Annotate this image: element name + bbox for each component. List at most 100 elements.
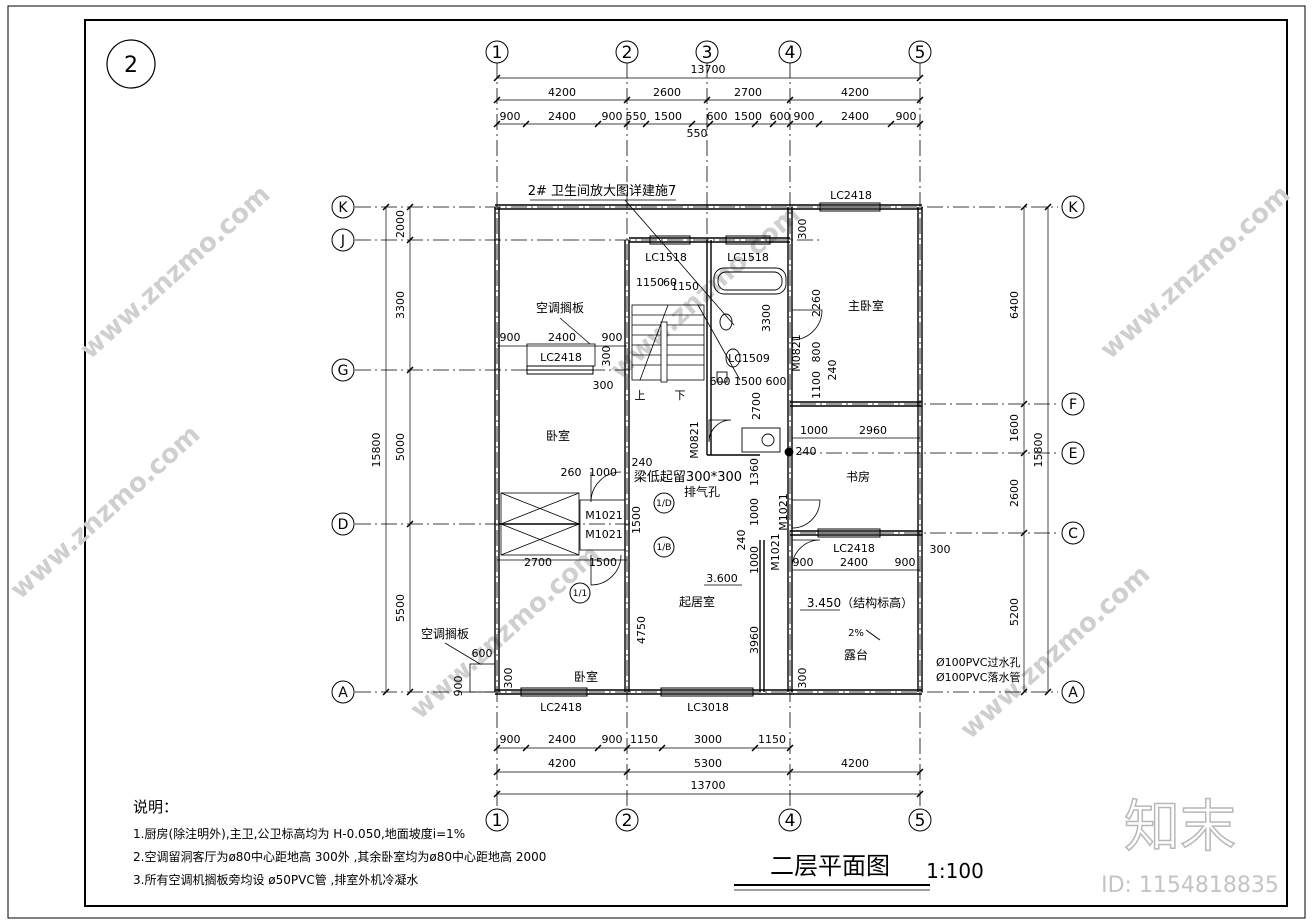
- window-bars: [520, 202, 881, 697]
- pvc-pipe-note: Ø100PVC落水管: [936, 670, 1021, 684]
- dim: 1000: [800, 424, 828, 437]
- window-label: LC1509: [728, 352, 770, 365]
- pvc-hole-note: Ø100PVC过水孔: [936, 656, 1021, 669]
- dim: 800: [810, 342, 823, 363]
- bottom-dimensions: 900 2400 900 1150 3000 1150 4200 5300 42…: [500, 733, 870, 792]
- dim: 600: [766, 375, 787, 388]
- dim-right: 2600: [1008, 479, 1021, 507]
- door-labels: M0821 M1021 M1021 M1021 M1021 M0821: [585, 334, 803, 571]
- dim-top-row2: 4200: [548, 86, 576, 99]
- beam-note: 梁低起留300*300: [634, 470, 742, 485]
- explanation-line: 2.空调留洞客厅为ø80中心距地高 300外 ,其余卧室均为ø80中心距地高 2…: [133, 849, 546, 864]
- sheet-inner-border: [84, 19, 1288, 907]
- dim-bottom-row1: 1150: [758, 733, 786, 746]
- axis-top-1: 1: [492, 43, 503, 63]
- level-3450: 3.450（结构标高）: [807, 595, 913, 610]
- bath-fixtures: [713, 267, 787, 453]
- dim-top-row2: 2600: [653, 86, 681, 99]
- axis-left-g: G: [338, 363, 349, 379]
- dim: 900: [452, 676, 465, 697]
- room-study: 书房: [846, 469, 870, 484]
- dim-bottom-row1: 1150: [630, 733, 658, 746]
- dim: 1000: [748, 546, 761, 574]
- dim: 900: [895, 556, 916, 569]
- dim-top-row3: 900: [500, 110, 521, 123]
- sheet-number: 2: [124, 53, 138, 78]
- dim-bottom-row1: 2400: [548, 733, 576, 746]
- explanation-line: 3.所有空调机搁板旁均设 ø50PVC管 ,排室外机冷凝水: [133, 872, 418, 887]
- stair-down: 下: [675, 389, 686, 402]
- door-label: M1021: [769, 533, 782, 571]
- axis-top-5: 5: [915, 43, 926, 63]
- image-id: ID: 1154818835: [1101, 873, 1279, 898]
- dim-left: 5500: [394, 594, 407, 622]
- axis-right-f: F: [1069, 397, 1077, 413]
- axis-bottom-5: 5: [915, 811, 926, 831]
- sheet-outer-border: [7, 5, 1306, 919]
- dim: 1500: [589, 556, 617, 569]
- dim-bottom-row1: 900: [602, 733, 623, 746]
- dim: 2260: [810, 289, 823, 317]
- walls: [494, 204, 923, 695]
- dim: 240: [632, 456, 653, 469]
- wc-detail-note: 2# 卫生间放大图详建施7: [528, 184, 677, 199]
- dim-left: 2000: [394, 210, 407, 238]
- explanation-line: 1.厨房(除注明外),主卫,公卫标高均为 H-0.050,地面坡度i=1%: [133, 826, 465, 841]
- dim-top-total: 13700: [691, 63, 726, 76]
- room-bedroom-west: 卧室: [546, 428, 570, 443]
- axis-bottom-4: 4: [785, 811, 796, 831]
- dim: 300: [796, 668, 809, 689]
- dim-top-row3: 1500: [654, 110, 682, 123]
- dimension-lines: [385, 77, 1049, 795]
- dim-top-row3: 2400: [841, 110, 869, 123]
- dim: 300: [796, 219, 809, 240]
- annotations: 2# 卫生间放大图详建施7 空调搁板 空调搁板 梁低起留300*300 排气孔 …: [421, 184, 1021, 684]
- dim-top-row3: 600: [707, 110, 728, 123]
- dim-top-row3: 2400: [548, 110, 576, 123]
- room-living: 起居室: [679, 594, 715, 609]
- room-labels: 主卧室 卧室 书房 起居室 露台 卧室: [546, 298, 884, 684]
- axis-top-4: 4: [785, 43, 796, 63]
- dim: 2960: [859, 424, 887, 437]
- axis-left-k: K: [338, 200, 348, 216]
- exhaust-note: 排气孔: [684, 484, 720, 499]
- dim-left: 3300: [394, 291, 407, 319]
- dim-top-row3: 1500: [734, 110, 762, 123]
- dim: 300: [502, 668, 515, 689]
- section-marks: 1/D 1/B 1/1: [569, 492, 675, 604]
- dim-top-row2: 4200: [841, 86, 869, 99]
- dim: 1150: [671, 280, 699, 293]
- axis-bubbles: [331, 40, 1085, 832]
- right-dimensions: 6400 1600 2600 5200 15800: [1008, 291, 1045, 626]
- dim-right-total: 15800: [1032, 433, 1045, 468]
- door-swings: [590, 309, 823, 586]
- dim: 300: [930, 543, 951, 556]
- section-mark: 1/B: [657, 543, 672, 553]
- room-bedroom-southwest: 卧室: [574, 669, 598, 684]
- window-labels: LC2418 LC1518 LC1518 LC2418 LC1509 LC241…: [540, 189, 875, 714]
- window-label: LC2418: [830, 189, 872, 202]
- dim: 240: [735, 530, 748, 551]
- axis-right-k: K: [1068, 200, 1078, 216]
- axis-left-a: A: [338, 685, 348, 701]
- dim: 1000: [589, 466, 617, 479]
- watermark-text: www.znzmo.com: [955, 559, 1157, 745]
- axis-right-e: E: [1069, 446, 1078, 462]
- dim-bottom-total: 13700: [691, 779, 726, 792]
- wardrobe: [500, 492, 626, 556]
- dim: 300: [593, 379, 614, 392]
- dim-top-row3: 550: [626, 110, 647, 123]
- dim-top-row3: 900: [794, 110, 815, 123]
- dim: 600: [472, 647, 493, 660]
- door-label: M1021: [777, 493, 790, 531]
- stair-up: 上: [635, 389, 646, 402]
- dim: 1500: [734, 375, 762, 388]
- dim: 4750: [635, 616, 648, 644]
- door-label: M0821: [790, 334, 803, 372]
- top-dimensions: 13700 4200 2600 2700 4200 900 2400 900 5…: [500, 63, 917, 140]
- dim-top-row2: 2700: [734, 86, 762, 99]
- dim: 3960: [748, 626, 761, 654]
- dim-top-row3: 900: [602, 110, 623, 123]
- door-label: M1021: [585, 509, 623, 522]
